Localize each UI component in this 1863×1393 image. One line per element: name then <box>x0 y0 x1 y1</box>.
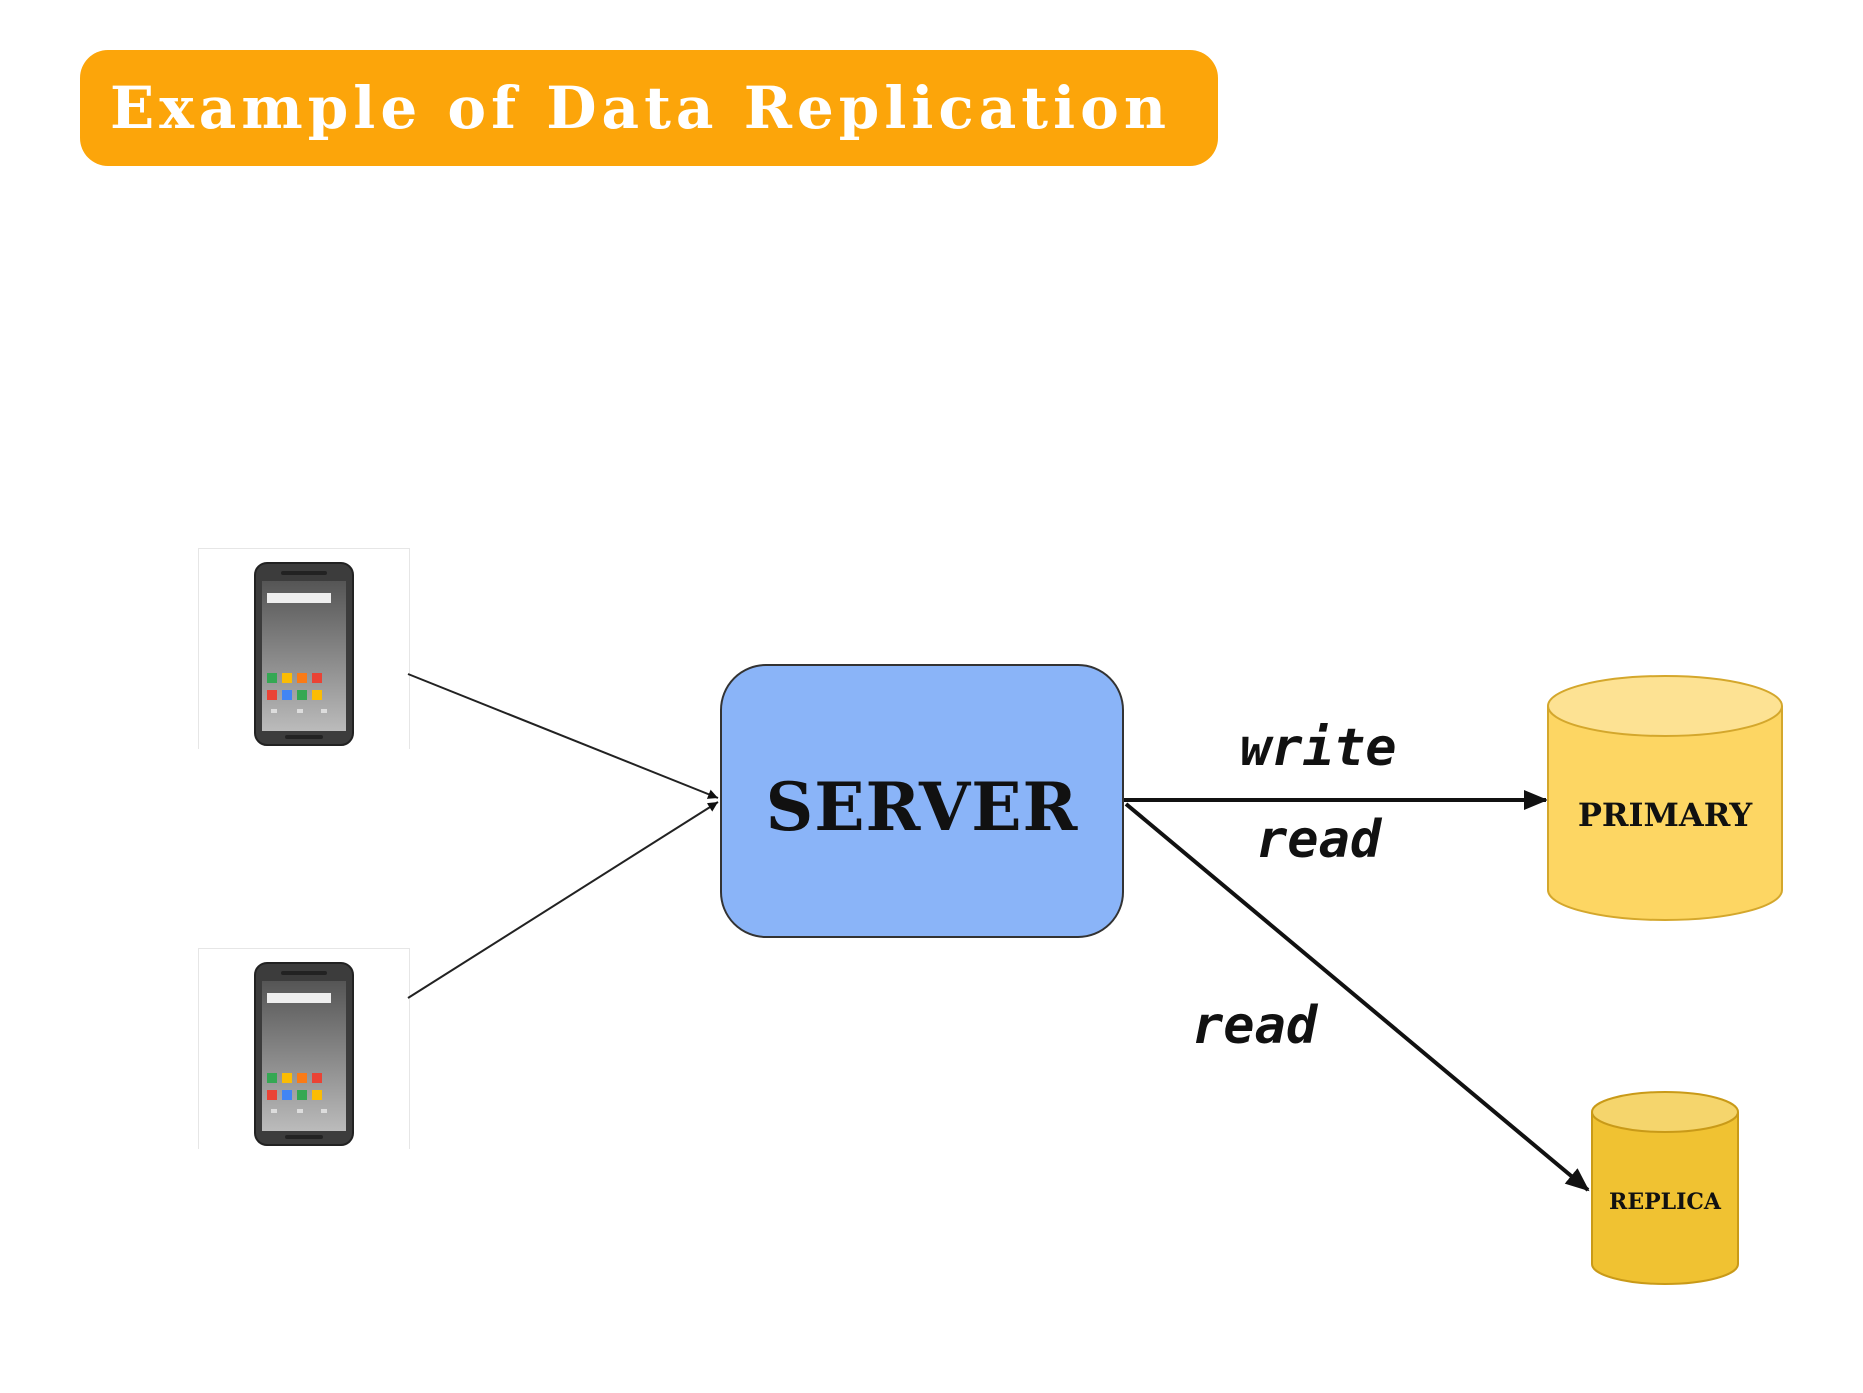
phone2-to-server-arrow <box>407 801 719 999</box>
title-banner: Example of Data Replication <box>80 50 1218 166</box>
client-phone-2 <box>198 948 410 1149</box>
phone-icon <box>254 562 354 746</box>
replica-label: REPLICA <box>1609 1189 1721 1215</box>
phone-icon <box>254 962 354 1146</box>
primary-label: PRIMARY <box>1577 796 1753 834</box>
read-replica-arrow <box>1124 802 1590 1192</box>
replica-database <box>1591 1091 1739 1285</box>
server-label: SERVER <box>765 768 1079 846</box>
read-replica-label: read <box>1192 996 1318 1056</box>
client-phone-1 <box>198 548 410 749</box>
phone1-to-server-arrow <box>407 673 719 799</box>
primary-database <box>1547 675 1783 921</box>
server-node: SERVER <box>720 664 1124 938</box>
write-label: write <box>1240 718 1397 778</box>
read-primary-label: read <box>1256 810 1382 870</box>
diagram-title: Example of Data Replication <box>110 74 1171 142</box>
